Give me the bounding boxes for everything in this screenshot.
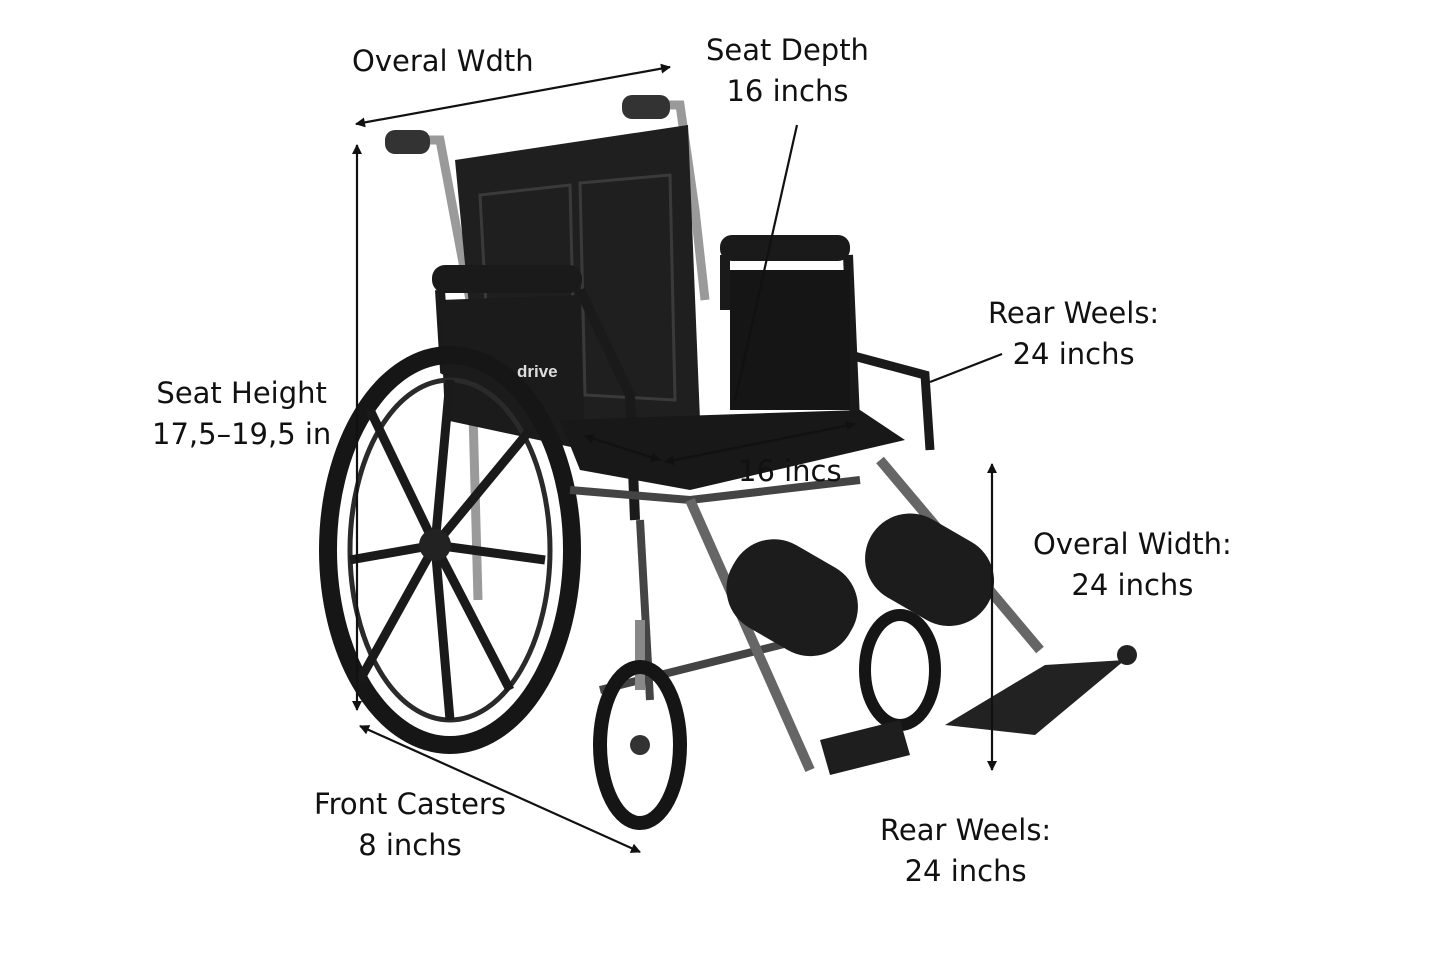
seat-height-label: Seat Height 17,5–19,5 in bbox=[152, 373, 331, 455]
brand-logo: drive bbox=[517, 362, 558, 381]
seat-depth-value: 16 inchs bbox=[726, 74, 849, 108]
seat-width-label: 16 incs bbox=[738, 454, 842, 488]
rear-wheels-lower-value: 24 inchs bbox=[904, 854, 1027, 888]
seat-height-title: Seat Height bbox=[156, 376, 327, 410]
seat-depth-title: Seat Depth bbox=[706, 33, 869, 67]
front-casters-value: 8 inchs bbox=[358, 828, 462, 862]
rear-wheels-upper-value: 24 inchs bbox=[1012, 337, 1135, 371]
right-handle-grip bbox=[622, 95, 670, 119]
seat-width-arrow-left bbox=[584, 433, 661, 463]
rear-wheels-lower-label: Rear Weels: 24 inchs bbox=[880, 810, 1051, 892]
rear-wheels-lower-title: Rear Weels: bbox=[880, 813, 1052, 847]
front-casters-title: Front Casters bbox=[314, 787, 506, 821]
rear-wheel bbox=[319, 346, 581, 754]
front-casters-arrow bbox=[359, 724, 641, 854]
left-footplate bbox=[820, 720, 910, 775]
elevating-leg-rests bbox=[685, 456, 1137, 775]
rear-wheels-leader bbox=[929, 352, 1003, 384]
overall-width-top-arrow bbox=[355, 63, 671, 128]
armrests bbox=[432, 235, 935, 521]
front-caster bbox=[593, 620, 687, 830]
seat-depth-leader bbox=[733, 124, 799, 401]
seat-width-arrow-right bbox=[664, 420, 856, 466]
annotation-lines bbox=[352, 63, 1003, 854]
seat-depth-label: Seat Depth 16 inchs bbox=[706, 30, 869, 112]
front-casters-label: Front Casters 8 inchs bbox=[314, 784, 506, 866]
overall-width-right-title: Overal Width: bbox=[1033, 527, 1232, 561]
seat-height-value: 17,5–19,5 in bbox=[152, 417, 332, 451]
rear-wheels-upper-label: Rear Weels: 24 inchs bbox=[988, 293, 1159, 375]
overall-width-top-label: Overal Wdth bbox=[352, 44, 534, 78]
overall-width-right-value: 24 inchs bbox=[1071, 568, 1194, 602]
overall-width-right-label: Overal Width: 24 inchs bbox=[1033, 524, 1232, 606]
left-handle-grip bbox=[385, 130, 430, 154]
right-footplate bbox=[945, 660, 1125, 735]
rear-wheels-upper-title: Rear Weels: bbox=[988, 296, 1160, 330]
